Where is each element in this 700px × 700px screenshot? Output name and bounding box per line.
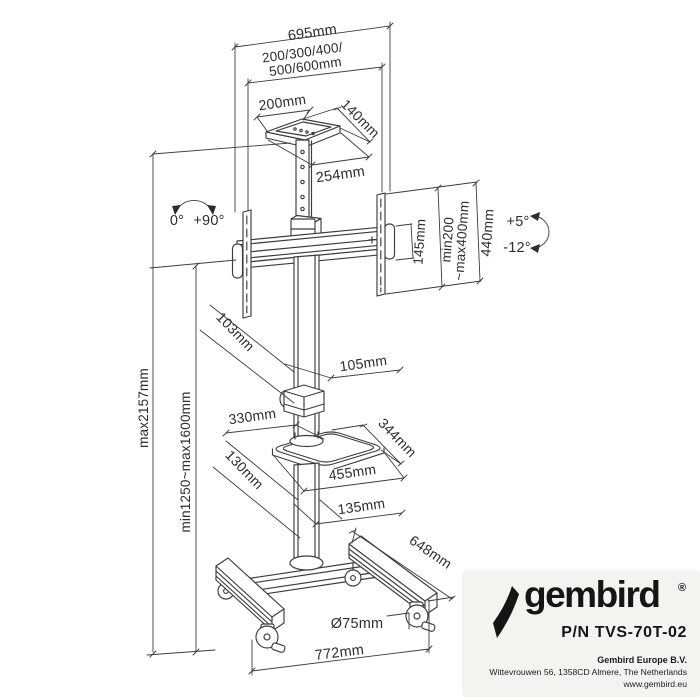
drop-column bbox=[295, 139, 313, 222]
right-vesa-plate bbox=[376, 192, 396, 297]
dim-height-lines bbox=[146, 142, 291, 658]
gembird-bird-icon bbox=[493, 586, 519, 638]
registered-mark: ® bbox=[678, 582, 687, 594]
rotation-min-label: 0° bbox=[170, 213, 184, 229]
top-plate bbox=[265, 118, 341, 148]
lower-pole bbox=[293, 462, 320, 562]
dim-shelf-offset-label: 330mm bbox=[228, 405, 277, 427]
dim-shelf-width-label: 455mm bbox=[328, 461, 377, 483]
gembird-wordmark: gembird bbox=[524, 574, 661, 615]
dim-shelf-offset bbox=[222, 421, 325, 440]
company-address: Wittevrouwen 56, 1358CD Almere, The Neth… bbox=[489, 667, 687, 677]
dim-max-height-label: max2157mm bbox=[136, 368, 151, 448]
dim-column-width-label: 105mm bbox=[339, 352, 388, 374]
brand-panel: gembird ® P/N TVS-70T-02 Gembird Europe … bbox=[462, 570, 700, 697]
dim-height-range-label: min1250~max1600mm bbox=[178, 391, 193, 532]
dim-shelf-clearance bbox=[212, 440, 301, 539]
left-leg bbox=[215, 557, 286, 653]
dim-vesa-height-range bbox=[385, 179, 484, 295]
dim-base-width bbox=[248, 599, 433, 676]
rotation-max-label: +90° bbox=[193, 213, 224, 229]
dim-vesa-width-range bbox=[244, 62, 386, 212]
rotation-indicator bbox=[172, 199, 216, 215]
dim-top-plate-depth bbox=[302, 106, 374, 145]
part-number: P/N TVS-70T-02 bbox=[561, 624, 687, 641]
company-name: Gembird Europe B.V. bbox=[597, 655, 687, 665]
dim-column-width bbox=[284, 363, 404, 382]
dim-top-plate-depth-label: 140mm bbox=[338, 96, 383, 141]
left-vesa-plate bbox=[231, 209, 252, 319]
dim-drop-bracket-length-label: 254mm bbox=[315, 164, 366, 187]
company-website: www.gembird.eu bbox=[623, 679, 687, 689]
shelf bbox=[271, 431, 385, 471]
tilt-up-label: +5° bbox=[507, 214, 530, 230]
right-leg bbox=[344, 535, 438, 632]
tilt-down-label: -12° bbox=[503, 240, 531, 256]
shelf-collar bbox=[283, 384, 325, 418]
dim-bracket-inner bbox=[395, 223, 415, 261]
dim-column-depth bbox=[199, 304, 295, 404]
dim-top-plate-width-label: 200mm bbox=[258, 91, 307, 113]
dim-bracket-height-label: 440mm bbox=[477, 208, 496, 257]
dim-base-depth-label: 648mm bbox=[407, 532, 455, 572]
dim-top-plate-width bbox=[253, 106, 314, 132]
tilt-indicator bbox=[530, 212, 550, 253]
dim-caster-diameter-label: Ø75mm bbox=[331, 616, 384, 632]
dim-base-depth bbox=[348, 527, 456, 602]
dim-vesa-height-label2: ~max400mm bbox=[451, 200, 472, 281]
column-clamp bbox=[290, 214, 322, 239]
dim-caster-diameter bbox=[386, 612, 410, 630]
stand-drawing bbox=[215, 118, 438, 653]
dim-shelf-width bbox=[273, 451, 408, 495]
pole-foot bbox=[289, 555, 324, 571]
dim-total-width-label: 695mm bbox=[287, 22, 338, 45]
dim-drop-bracket-length bbox=[267, 132, 373, 169]
dim-vesa-height-label1: min200 bbox=[438, 216, 456, 262]
dim-total-width bbox=[231, 21, 394, 213]
dim-base-width-label: 772mm bbox=[314, 642, 365, 664]
dim-bracket-inner-label: 145mm bbox=[410, 218, 428, 265]
dim-lower-column-label: 135mm bbox=[337, 495, 386, 517]
dim-lower-column bbox=[293, 499, 406, 528]
